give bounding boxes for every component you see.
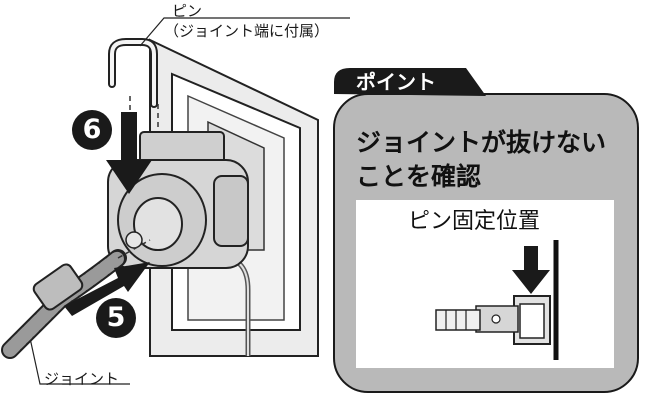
point-tab-label: ポイント — [356, 70, 436, 94]
pin-position-caption: ピン固定位置 — [408, 209, 541, 234]
joint-leader-line — [29, 337, 130, 385]
pin-clip — [108, 38, 158, 108]
arrow-down-icon — [106, 112, 152, 194]
point-title: ジョイントが抜けない ことを確認 — [356, 126, 606, 194]
joint-hose — [1, 249, 127, 359]
pin-leader-line — [139, 17, 350, 47]
pin-label: ピン — [172, 2, 203, 20]
point-box — [333, 68, 639, 393]
pin-position-detail — [435, 240, 559, 360]
point-title-line-2: ことを確認 — [356, 162, 482, 191]
step-6-badge: 6 — [72, 110, 112, 150]
arrow-right-icon — [64, 262, 150, 316]
step-5-badge: 5 — [96, 298, 136, 338]
pin-note-label: （ジョイント端に付属） — [164, 22, 330, 40]
receptacle-body — [107, 131, 249, 269]
joint-label: ジョイント — [44, 370, 120, 388]
point-title-line-1: ジョイントが抜けない — [356, 128, 607, 157]
